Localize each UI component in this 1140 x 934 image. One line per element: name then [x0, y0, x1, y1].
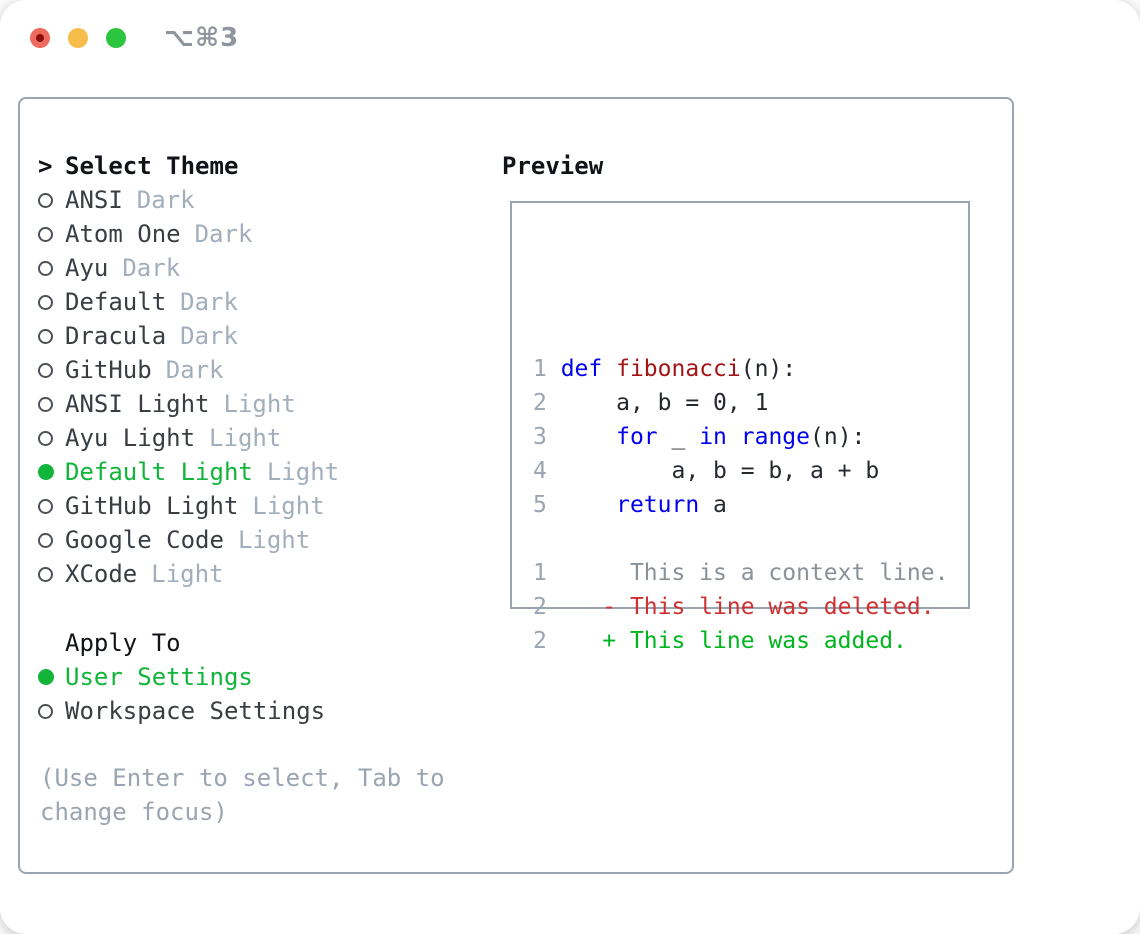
theme-variant-tag: Light	[223, 390, 296, 418]
radio-icon	[38, 566, 53, 582]
theme-variant-tag: Dark	[136, 186, 195, 214]
unsaved-dot-icon	[36, 34, 44, 42]
radio-icon	[38, 498, 53, 514]
code-line: 4 a, b = b, a + b	[533, 458, 880, 484]
apply-option-label: User Settings	[65, 663, 253, 691]
radio-icon	[38, 430, 53, 446]
theme-option-label: GitHub	[65, 356, 152, 384]
apply-option-workspace-settings[interactable]: Workspace Settings	[38, 694, 325, 728]
theme-option-github[interactable]: GitHub Dark	[38, 353, 339, 387]
code-line: 2 a, b = 0, 1	[533, 390, 769, 416]
theme-variant-tag: Light	[252, 492, 325, 520]
theme-option-github-light[interactable]: GitHub Light Light	[38, 489, 339, 523]
radio-icon	[38, 226, 53, 242]
theme-option-label: Dracula	[65, 322, 167, 350]
code-line: 2 + This line was added.	[533, 628, 907, 654]
theme-option-label: Ayu	[65, 254, 109, 282]
apply-to-header: Apply To	[65, 629, 181, 657]
theme-option-label: Ayu Light	[65, 424, 196, 452]
title-bar: ⌥⌘3	[0, 0, 1140, 76]
minimize-button[interactable]	[68, 28, 88, 48]
radio-icon	[38, 532, 53, 548]
theme-option-label: Google Code	[65, 526, 224, 554]
radio-icon	[38, 328, 53, 344]
theme-variant-tag: Dark	[194, 220, 253, 248]
theme-variant-tag: Dark	[165, 356, 224, 384]
theme-option-ansi[interactable]: ANSI Dark	[38, 183, 339, 217]
window-title: ⌥⌘3	[164, 23, 240, 53]
radio-icon	[38, 703, 53, 719]
radio-icon	[38, 396, 53, 412]
theme-option-label: GitHub Light	[65, 492, 239, 520]
apply-option-user-settings[interactable]: User Settings	[38, 660, 325, 694]
theme-option-default-light[interactable]: Default Light Light	[38, 455, 339, 489]
theme-variant-tag: Dark	[180, 288, 238, 316]
zoom-button[interactable]	[106, 28, 126, 48]
theme-variant-tag: Light	[151, 560, 224, 588]
theme-option-label: Default Light	[65, 458, 253, 486]
theme-variant-tag: Light	[266, 458, 340, 486]
theme-option-dracula[interactable]: Dracula Dark	[38, 319, 339, 353]
theme-option-default[interactable]: Default Dark	[38, 285, 339, 319]
code-preview: 1 def fibonacci(n): 2 a, b = 0, 1 3 for _ …	[533, 250, 948, 658]
theme-option-label: ANSI	[65, 186, 123, 214]
code-line: 1 This is a context line.	[533, 560, 949, 586]
radio-icon	[38, 362, 53, 378]
theme-option-label: ANSI Light	[65, 390, 210, 418]
apply-option-label: Workspace Settings	[65, 697, 326, 725]
radio-icon	[38, 294, 53, 310]
theme-option-label: Default	[65, 288, 167, 316]
theme-list-header: Select Theme	[65, 152, 239, 180]
theme-option-ansi-light[interactable]: ANSI Light Light	[38, 387, 339, 421]
theme-option-atom-one[interactable]: Atom One Dark	[38, 217, 339, 251]
theme-option-label: Atom One	[65, 220, 181, 248]
theme-variant-tag: Dark	[122, 254, 181, 282]
close-button[interactable]	[30, 28, 50, 48]
preview-box: 1 def fibonacci(n): 2 a, b = 0, 1 3 for _ …	[510, 201, 970, 654]
radio-selected-icon	[38, 464, 54, 480]
preview-header: Preview	[502, 152, 604, 180]
selection-prompt-icon: >	[38, 152, 53, 180]
keyboard-hint: (Use Enter to select, Tab to change focu…	[40, 764, 445, 826]
theme-variant-tag: Light	[209, 424, 282, 452]
code-line	[533, 522, 948, 556]
code-line: 3 for _ in range(n):	[533, 424, 866, 450]
radio-selected-icon	[38, 669, 54, 685]
theme-option-ayu[interactable]: Ayu Dark	[38, 251, 339, 285]
theme-option-ayu-light[interactable]: Ayu Light Light	[38, 421, 339, 455]
code-line: 1 def fibonacci(n):	[533, 356, 797, 382]
theme-list-header-row: > Select Theme	[38, 149, 339, 183]
theme-option-label: XCode	[65, 560, 138, 588]
theme-option-google-code[interactable]: Google Code Light	[38, 523, 339, 557]
theme-variant-tag: Light	[237, 526, 311, 554]
radio-icon	[38, 192, 53, 208]
radio-icon	[38, 260, 53, 276]
apply-to-header-row: Apply To	[38, 626, 325, 660]
theme-option-xcode[interactable]: XCode Light	[38, 557, 339, 591]
code-line: 5 return a	[533, 492, 727, 518]
code-line: 2 - This line was deleted.	[533, 594, 935, 620]
theme-variant-tag: Dark	[180, 322, 238, 350]
